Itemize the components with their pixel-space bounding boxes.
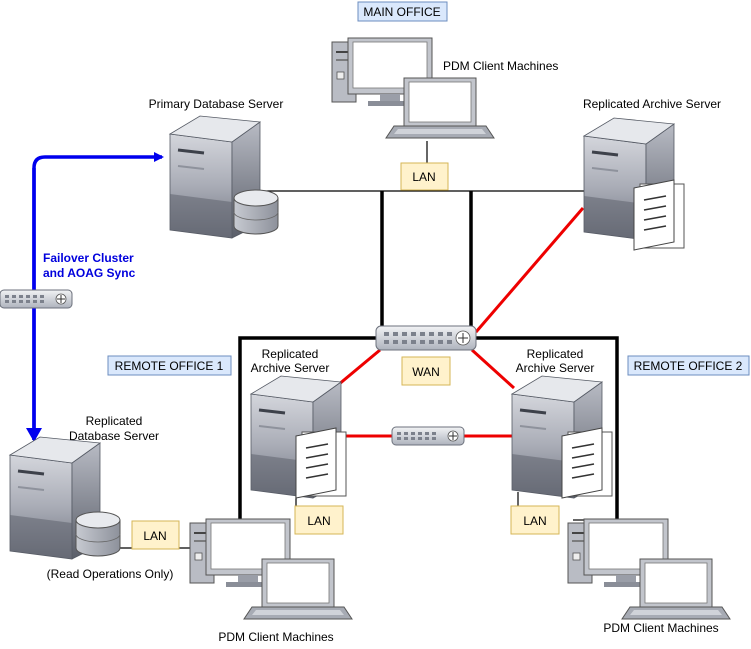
replication-main-archive [474, 207, 585, 333]
failover-label-line2: and AOAG Sync [43, 266, 136, 280]
r2-client-machines-icon [567, 518, 731, 620]
remote-office-1-label: REMOTE OFFICE 1 [115, 359, 224, 373]
replicated-db-label-line1: Replicated [86, 414, 143, 428]
remote-office-1-tag [107, 355, 232, 376]
main-office-label: MAIN OFFICE [363, 5, 440, 19]
remote-office-2-label: REMOTE OFFICE 2 [634, 359, 743, 373]
failover-link [32, 152, 164, 440]
failover-switch-icon [0, 289, 73, 309]
main-lan-tag [400, 162, 449, 191]
failover-arrow-down [26, 428, 42, 442]
wan-label: WAN [412, 365, 440, 379]
r1-db-lan-label: LAN [143, 529, 166, 543]
replicated-db-label-line2: Database Server [69, 429, 159, 443]
r1-archive-label-line1: Replicated [262, 347, 319, 361]
r2-clients-label: PDM Client Machines [603, 621, 718, 635]
r1-archive-label-line2: Archive Server [251, 361, 330, 375]
primary-db-cylinder-icon [233, 189, 279, 235]
r2-archive-lan-label: LAN [523, 514, 546, 528]
remote-office-2-tag [627, 355, 750, 376]
remote2-wan-link [474, 336, 619, 522]
replicated-db-cylinder-icon [75, 511, 121, 557]
replicated-db-note: (Read Operations Only) [47, 567, 174, 581]
main-clients-label: PDM Client Machines [443, 59, 558, 73]
primary-db-label: Primary Database Server [149, 97, 284, 111]
wan-tag [401, 356, 451, 386]
main-lan-label: LAN [412, 170, 435, 184]
r2-archive-label-line2: Archive Server [516, 361, 595, 375]
replication-r2-archive [470, 348, 516, 390]
r2-archive-document-icon [561, 427, 613, 499]
r1-archive-document-icon [295, 427, 347, 499]
main-client-machines-icon [331, 37, 495, 139]
r1-clients-label: PDM Client Machines [218, 630, 333, 644]
replication-switch-icon [391, 426, 465, 446]
wan-switch-icon [375, 325, 477, 351]
main-archive-label: Replicated Archive Server [583, 97, 721, 111]
r1-archive-lan-tag [294, 505, 344, 535]
main-office-tag [357, 1, 448, 22]
failover-label-line1: Failover Cluster [43, 251, 134, 265]
main-archive-document-icon [633, 179, 685, 251]
r2-archive-lan-tag [510, 505, 560, 535]
r2-archive-label-line1: Replicated [527, 347, 584, 361]
r1-archive-lan-label: LAN [307, 514, 330, 528]
r1-db-lan-tag [131, 520, 180, 550]
remote1-wan-link [238, 336, 380, 528]
